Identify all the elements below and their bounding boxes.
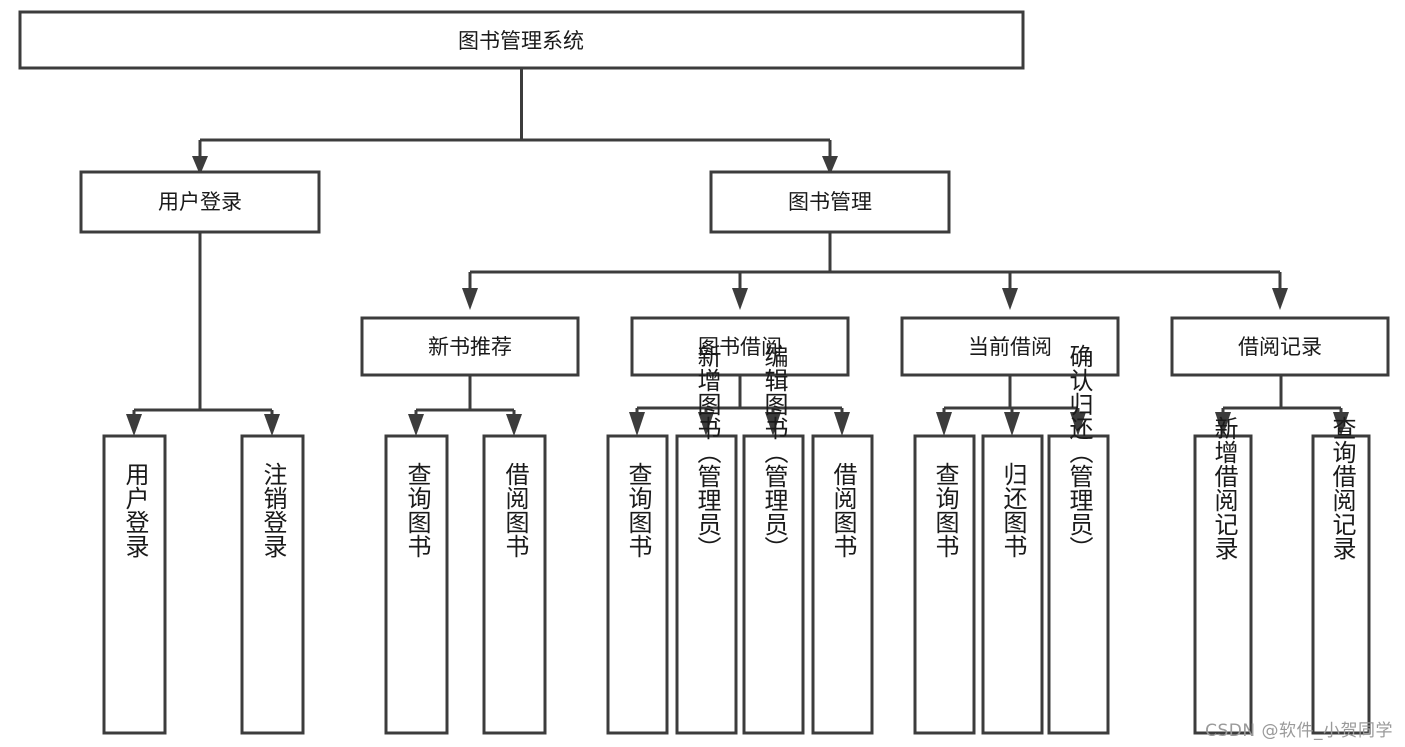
node-new-book-recommend[interactable]: 新书推荐 [360, 316, 580, 377]
arrow-head-leaf-query-borrow-record [1333, 412, 1349, 436]
node-leaf-borrow-book-label: 借阅图书 [829, 462, 857, 558]
node-book-management-box[interactable] [709, 170, 951, 234]
node-leaf-confirm-return-admin-box[interactable] [1047, 434, 1110, 735]
node-leaf-edit-book-admin[interactable]: 编辑图书（管理员） [742, 344, 805, 735]
node-user-login-label: 用户登录 [158, 190, 242, 214]
node-leaf-borrow-book-recommend-label: 借阅图书 [501, 462, 529, 558]
arrow-head-current-borrow [1002, 288, 1018, 310]
node-leaf-confirm-return-admin[interactable]: 确认归还（管理员） [1047, 344, 1110, 735]
node-leaf-edit-book-admin-box[interactable] [742, 434, 805, 735]
node-leaf-add-book-admin-label: 新增图书（管理员） [693, 344, 721, 560]
node-root[interactable]: 图书管理系统 [18, 10, 1025, 70]
node-leaf-query-book-borrow-label: 查询图书 [624, 462, 652, 558]
node-book-borrow-label: 图书借阅 [698, 335, 782, 359]
node-borrow-record-box[interactable] [1170, 316, 1390, 377]
node-leaf-query-book-recommend[interactable]: 查询图书 [384, 434, 449, 735]
node-leaf-edit-book-admin-label: 编辑图书（管理员） [760, 344, 788, 560]
node-user-login[interactable]: 用户登录 [79, 170, 321, 234]
node-current-borrow-box[interactable] [900, 316, 1120, 377]
node-leaf-logout[interactable]: 注销登录 [240, 434, 305, 735]
arrow-head-leaf-return-book [1004, 412, 1020, 436]
node-leaf-borrow-book-recommend[interactable]: 借阅图书 [482, 434, 547, 735]
arrow-head-leaf-user-login [126, 414, 142, 436]
node-leaf-query-book-current-box[interactable] [913, 434, 976, 735]
arrow-head-new-book-recommend [462, 288, 478, 310]
node-leaf-query-book-recommend-label: 查询图书 [403, 462, 431, 558]
arrow-head-book-management [822, 156, 838, 175]
node-leaf-user-login-box[interactable] [102, 434, 167, 735]
node-leaf-add-borrow-record-label: 新增借阅记录 [1210, 416, 1238, 560]
node-leaf-logout-box[interactable] [240, 434, 305, 735]
node-leaf-add-borrow-record-box[interactable] [1193, 434, 1253, 735]
node-leaf-user-login-label: 用户登录 [121, 462, 149, 558]
node-leaf-query-book-borrow[interactable]: 查询图书 [606, 434, 669, 735]
node-leaf-borrow-book[interactable]: 借阅图书 [811, 434, 874, 735]
arrow-head-leaf-confirm-return-admin [1070, 412, 1086, 436]
node-borrow-record[interactable]: 借阅记录 [1170, 316, 1390, 377]
node-leaf-add-borrow-record[interactable]: 新增借阅记录 [1193, 416, 1253, 735]
arrow-head-leaf-borrow-book [834, 412, 850, 436]
node-leaf-return-book[interactable]: 归还图书 [981, 434, 1044, 735]
node-leaf-borrow-book-recommend-box[interactable] [482, 434, 547, 735]
node-user-login-box[interactable] [79, 170, 321, 234]
node-leaf-query-book-current[interactable]: 查询图书 [913, 434, 976, 735]
node-root-label: 图书管理系统 [458, 29, 584, 53]
node-leaf-add-book-admin[interactable]: 新增图书（管理员） [675, 344, 738, 735]
node-leaf-query-borrow-record[interactable]: 查询借阅记录 [1311, 416, 1371, 735]
arrow-head-book-borrow [732, 288, 748, 310]
arrow-head-leaf-edit-book-admin [765, 412, 781, 436]
arrow-head-leaf-query-book-current [936, 412, 952, 436]
node-borrow-record-label: 借阅记录 [1238, 335, 1322, 359]
arrow-head-leaf-add-book-admin [698, 412, 714, 436]
node-leaf-logout-label: 注销登录 [259, 462, 287, 558]
arrow-head-borrow-record [1272, 288, 1288, 310]
watermark-label: CSDN @软件_小贺同学 [1205, 721, 1393, 741]
node-leaf-return-book-box[interactable] [981, 434, 1044, 735]
node-book-management-label: 图书管理 [788, 190, 872, 214]
node-leaf-query-book-current-label: 查询图书 [931, 462, 959, 558]
node-current-borrow-label: 当前借阅 [968, 335, 1052, 359]
node-leaf-return-book-label: 归还图书 [999, 462, 1027, 558]
node-leaf-confirm-return-admin-label: 确认归还（管理员） [1065, 344, 1093, 560]
node-leaf-query-borrow-record-box[interactable] [1311, 434, 1371, 735]
node-book-borrow-box[interactable] [630, 316, 850, 377]
node-leaf-user-login[interactable]: 用户登录 [102, 434, 167, 735]
node-leaf-add-book-admin-box[interactable] [675, 434, 738, 735]
node-book-borrow[interactable]: 图书借阅 [630, 316, 850, 377]
node-book-management[interactable]: 图书管理 [709, 170, 951, 234]
node-new-book-recommend-box[interactable] [360, 316, 580, 377]
node-root-box[interactable] [18, 10, 1025, 70]
arrow-head-leaf-query-book-recommend [408, 414, 424, 436]
connector-layer [126, 68, 1349, 436]
arrow-head-user-login [192, 156, 208, 175]
node-leaf-query-borrow-record-label: 查询借阅记录 [1328, 416, 1356, 560]
node-new-book-recommend-label: 新书推荐 [428, 335, 512, 359]
node-current-borrow[interactable]: 当前借阅 [900, 316, 1120, 377]
node-leaf-borrow-book-box[interactable] [811, 434, 874, 735]
arrow-head-leaf-borrow-book-recommend [506, 414, 522, 436]
node-leaf-query-book-borrow-box[interactable] [606, 434, 669, 735]
arrow-head-leaf-query-book-borrow [629, 412, 645, 436]
arrow-head-leaf-add-borrow-record [1215, 412, 1231, 436]
node-leaf-query-book-recommend-box[interactable] [384, 434, 449, 735]
arrow-head-leaf-logout [264, 414, 280, 436]
